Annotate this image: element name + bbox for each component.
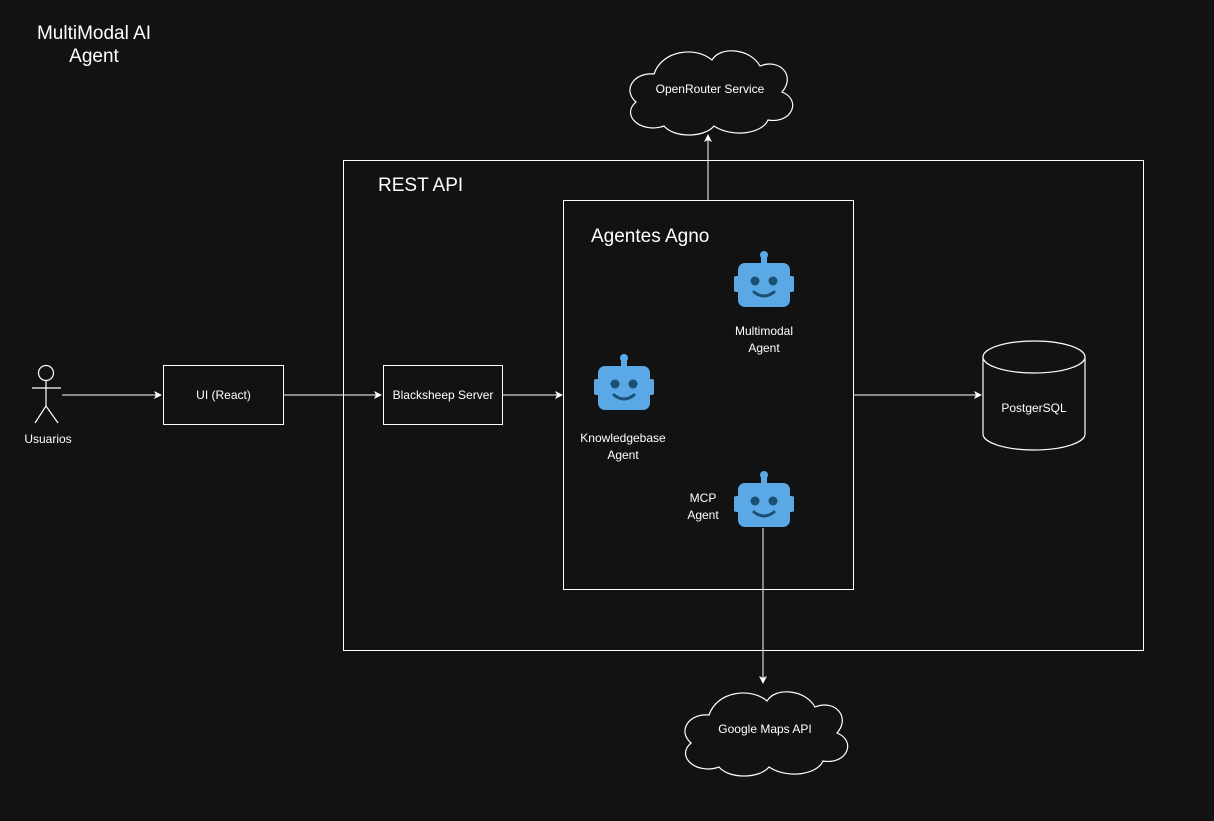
blacksheep-server-label: Blacksheep Server (392, 388, 494, 402)
actor-label: Usuarios (24, 432, 72, 446)
ui-react-label: UI (React) (196, 388, 251, 402)
postgresql-label: PostgerSQL (1001, 401, 1067, 415)
cloud-icon[interactable] (677, 685, 853, 777)
agentes-agno-container (563, 200, 854, 590)
robot-icon[interactable] (733, 250, 795, 308)
rest-api-label: REST API (378, 175, 464, 196)
database-icon[interactable] (982, 340, 1086, 452)
knowledgebase-agent-label: Knowledgebase Agent (580, 431, 666, 462)
ui-react-node[interactable]: UI (React) (163, 365, 284, 425)
robot-icon[interactable] (733, 470, 795, 528)
blacksheep-server-node[interactable]: Blacksheep Server (383, 365, 503, 425)
rest-api-container (343, 160, 1144, 651)
openrouter-service-label: OpenRouter Service (655, 82, 765, 96)
mcp-agent-label: MCP Agent (687, 491, 719, 522)
multimodal-agent-label: Multimodal Agent (734, 324, 794, 355)
google-maps-api-label: Google Maps API (718, 722, 812, 736)
cloud-icon[interactable] (622, 44, 798, 136)
robot-icon[interactable] (593, 353, 655, 411)
person-icon[interactable] (30, 364, 66, 428)
agentes-agno-label: Agentes Agno (591, 226, 710, 247)
diagram-title: MultiModal AI Agent (36, 23, 152, 67)
